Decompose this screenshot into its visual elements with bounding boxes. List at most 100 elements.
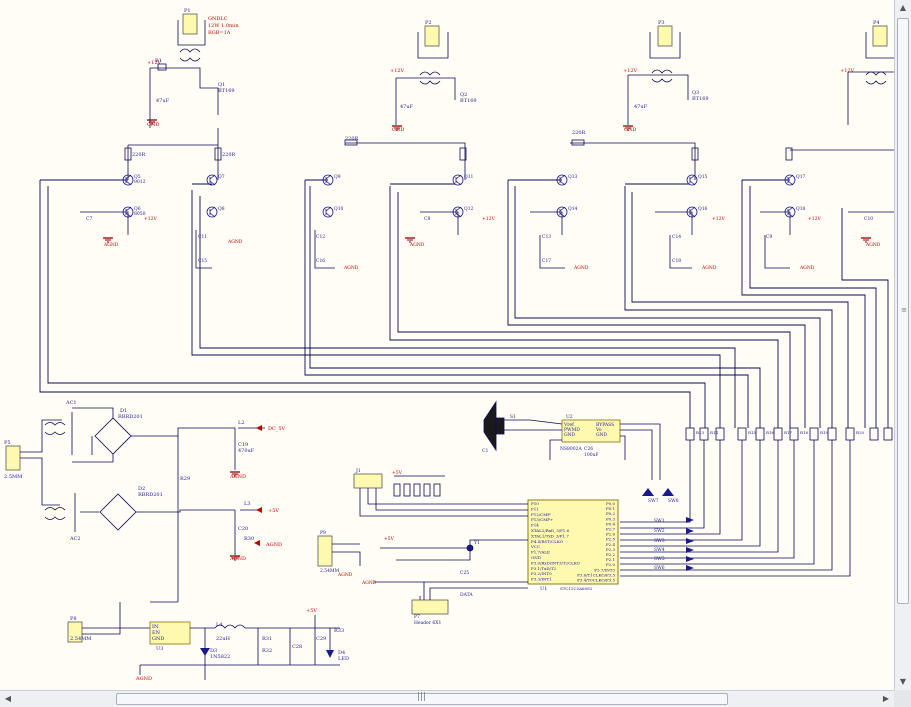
c26-label: C26: [584, 446, 593, 452]
ra-2: R15: [748, 430, 757, 435]
c28-label: C28: [292, 644, 302, 650]
agnd-8: AGND: [865, 242, 881, 248]
p4-label: P4: [873, 20, 880, 26]
amp-pin1: Vref: [563, 422, 574, 428]
gnd-2: GND: [392, 127, 404, 133]
u2-label: U2: [566, 414, 573, 420]
c9-label: C9: [766, 234, 772, 240]
c20-label: C20: [238, 526, 248, 532]
c26-val: 100uF: [584, 452, 599, 458]
c14-label: C14: [672, 234, 681, 240]
q2-part: BT169: [460, 98, 477, 104]
mcu-pin-left: P13/CMP+: [531, 517, 553, 522]
mcu-pin-left: XTAL2/RxD_3/P1.6: [531, 528, 570, 533]
scroll-down-arrow-icon[interactable]: ▼: [899, 677, 907, 686]
key-4: SW4: [654, 547, 665, 553]
q12-label: Q12: [464, 206, 474, 212]
agnd-4: AGND: [409, 242, 425, 248]
agnd-p2: AGND: [229, 556, 246, 562]
mcu-pin-right: P2.5: [606, 537, 616, 542]
gnd-1: GND: [147, 122, 159, 128]
r220-4: 220R: [572, 130, 586, 136]
agnd-p1: AGND: [229, 474, 246, 480]
mcu-pin-right: P2.0: [606, 562, 616, 567]
r29-label: R29: [180, 476, 190, 482]
vertical-scroll-thumb[interactable]: ≡: [897, 18, 909, 604]
out-dc5v: DC_5V: [268, 426, 286, 432]
horizontal-scrollbar[interactable]: ◀ ||| ▶: [0, 690, 894, 707]
mcu-pin-right: P0.1: [606, 506, 615, 511]
c7-label: C7: [86, 216, 92, 222]
q11-label: Q11: [464, 174, 474, 180]
r220-2: 220R: [222, 152, 236, 158]
mcu-pin-left: P14: [531, 523, 539, 528]
mcu-pin-right: P2.1: [606, 557, 615, 562]
c19-val: 470uF: [238, 448, 255, 454]
q17-label: Q17: [796, 174, 806, 180]
net-v12-4: +12V: [840, 68, 855, 74]
c29-label: C29: [316, 636, 326, 642]
d1-label: D1: [120, 408, 127, 414]
r31-label: R31: [262, 636, 272, 642]
c11-label: C11: [198, 234, 207, 240]
c3-label: 47uF: [156, 98, 170, 104]
mcu-pin-right: P2.7: [606, 527, 616, 532]
r220-1: 220R: [132, 152, 146, 158]
q5-part: 9012: [134, 179, 146, 185]
u3-pin-in: IN: [152, 624, 159, 630]
horizontal-scroll-thumb[interactable]: |||: [116, 692, 728, 705]
scroll-corner: [894, 690, 911, 707]
amp-pin7: GND: [596, 432, 608, 438]
mcu-support: [317, 473, 528, 615]
q13-label: Q13: [568, 174, 578, 180]
agnd-mcu2: AGND: [337, 572, 353, 578]
amp-pin2: PWMD: [564, 427, 580, 433]
p1-label: P1: [184, 8, 191, 14]
c17-label: C17: [542, 258, 551, 264]
p1-note3: RGB=1A: [208, 30, 231, 36]
key-1: SW1: [654, 518, 665, 524]
vertical-scrollbar[interactable]: ▲ ≡ ▼: [894, 0, 911, 690]
mcu-pin-right: P2.4: [606, 542, 616, 547]
v12-d1: +12V: [144, 216, 157, 222]
key-indicators: [642, 488, 694, 571]
scroll-right-arrow-icon[interactable]: ▶: [882, 694, 890, 703]
q8-label: Q8: [218, 206, 225, 212]
schematic-drawing: P1 GNDLC 12W 1.0min RGB=1A R1 Q1 BT169 P…: [4, 8, 894, 682]
t1-label: AC1: [65, 400, 77, 406]
l3-label: L3: [244, 501, 251, 507]
scroll-left-arrow-icon[interactable]: ◀: [4, 694, 12, 703]
q1-label: Q1: [218, 82, 225, 88]
schematic-canvas[interactable]: P1 GNDLC 12W 1.0min RGB=1A R1 Q1 BT169 P…: [0, 0, 894, 690]
c8-label: C8: [424, 216, 430, 222]
v12-d4: +12V: [808, 216, 821, 222]
net-v12-2: +12V: [390, 68, 405, 74]
agnd-p3: AGND: [265, 542, 282, 548]
mcu-pins-right: P0.0P0.1P0.2P0.3P0.4P2.7P2.6P2.5P2.4P2.3…: [577, 501, 615, 583]
key-3: SW3: [654, 538, 665, 544]
t2-label: AC2: [69, 536, 81, 542]
key-6: SW6: [654, 565, 665, 571]
d1-part: RBRD201: [118, 414, 143, 420]
mcu-pin-left: P4.4/RST/CLKO: [531, 539, 564, 544]
ra-6: R19: [820, 430, 829, 435]
mcu-pin-right: P3.7/INT3: [594, 567, 615, 572]
p9-label: P9: [320, 530, 326, 536]
v5-mcu: +5V: [392, 470, 403, 476]
p3-label: P3: [658, 20, 665, 26]
u3-pin-gnd: GND: [152, 636, 164, 642]
ra-7: R20: [856, 430, 865, 435]
data-label: DATA: [460, 592, 473, 598]
mcu-pin-right: P0.0: [606, 501, 616, 506]
amp-pin6: Vo: [595, 427, 602, 433]
j1-label: J1: [355, 468, 361, 474]
regulator: [67, 602, 340, 680]
ra-1: R14: [710, 430, 719, 435]
speaker: [483, 400, 530, 452]
scroll-up-arrow-icon[interactable]: ▲: [899, 3, 907, 12]
ra-4: R17: [784, 430, 793, 435]
q9-label: Q9: [334, 174, 341, 180]
mcu-pin-left: P1.7/ALE: [531, 550, 550, 555]
mcu-pin-left: VCC: [530, 544, 540, 549]
r32-label: R32: [262, 648, 272, 654]
